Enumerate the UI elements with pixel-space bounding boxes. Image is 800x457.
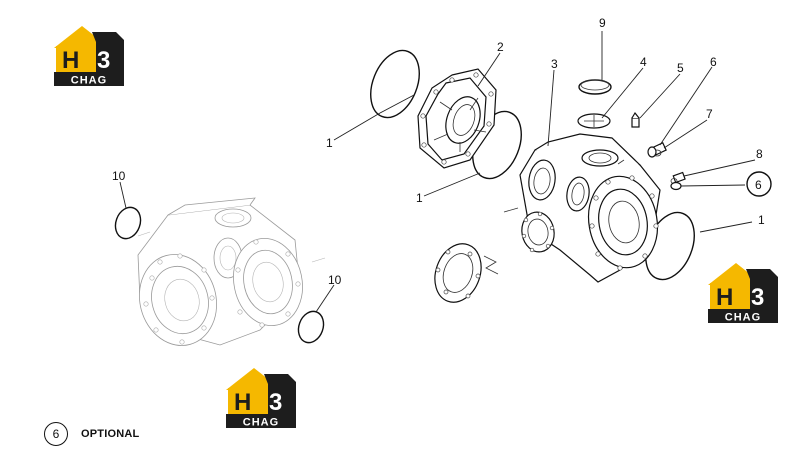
callout-3: 3: [551, 57, 558, 71]
callout-10-lower: 10: [328, 273, 342, 287]
legend: 6 OPTIONAL: [44, 422, 139, 446]
callout-10-upper: 10: [112, 169, 126, 183]
callout-6-circle: [746, 171, 772, 197]
fitting-5: [631, 111, 640, 128]
legend-symbol: 6: [44, 422, 68, 446]
callout-labels: 1 2 1 3 9 4 5 6 7 8 6 1 10 10: [112, 16, 772, 287]
seal-6-upper: [647, 146, 657, 158]
callout-1-right: 1: [758, 213, 765, 227]
leader-lines: [119, 31, 756, 313]
bottom-cover-plate: [434, 243, 499, 303]
callout-6-upper: 6: [710, 55, 717, 69]
brand-logo-bottom: [226, 368, 296, 429]
callout-1-middle: 1: [416, 191, 423, 205]
callout-1-upper-left: 1: [326, 136, 333, 150]
o-ring-10-upper: [114, 206, 142, 240]
callout-9: 9: [599, 16, 606, 30]
main-housing-3: [503, 133, 661, 283]
plug-8: [670, 171, 686, 184]
seal-6-lower: [670, 181, 682, 191]
assembled-housing-ghost: [137, 197, 326, 346]
brand-logo-right: [708, 263, 778, 324]
legend-text: OPTIONAL: [81, 428, 140, 440]
callout-8: 8: [756, 147, 763, 161]
callout-7: 7: [706, 107, 713, 121]
callout-5: 5: [677, 61, 684, 75]
snap-ring-9: [578, 79, 612, 95]
plate-4: [577, 113, 611, 129]
callout-2: 2: [497, 40, 504, 54]
o-ring-10-lower: [297, 310, 325, 344]
o-ring-1-far-left: [370, 49, 420, 119]
callout-6-circled: 6: [755, 178, 762, 192]
callout-4: 4: [640, 55, 647, 69]
brand-logo-top-left: [54, 26, 124, 87]
cover-flange-2: [417, 68, 497, 169]
